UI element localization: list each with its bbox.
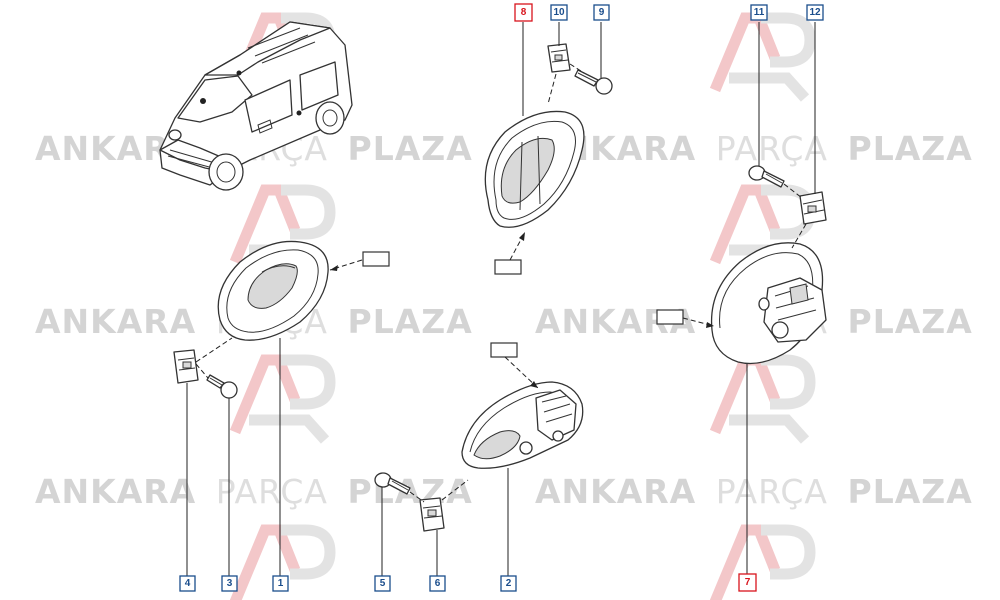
leader-lines	[186, 22, 816, 576]
assembly-dash-line	[195, 363, 209, 379]
part-6-clip	[419, 497, 445, 532]
part-11-screw	[748, 165, 785, 188]
part-3-screw	[206, 374, 238, 399]
unlabeled-tag	[494, 259, 522, 275]
svg-text:4: 4	[185, 578, 191, 589]
svg-text:11: 11	[754, 7, 765, 18]
svg-text:8: 8	[521, 7, 527, 18]
watermark-row-right-1: ANKARA PARÇA PLAZA	[535, 129, 973, 168]
svg-text:6: 6	[435, 578, 441, 589]
watermark-row-right-3: ANKARA PARÇA PLAZA	[535, 472, 973, 511]
svg-text:1: 1	[278, 578, 284, 589]
assembly-dash-line	[409, 491, 425, 503]
watermark-logo-icon	[709, 354, 816, 444]
callout-1[interactable]: 1	[272, 575, 289, 592]
unlabeled-tag	[362, 251, 390, 267]
svg-text:7: 7	[745, 577, 751, 588]
svg-text:3: 3	[227, 578, 233, 589]
watermark-logo-icon	[709, 12, 816, 102]
callout-12[interactable]: 12	[806, 4, 824, 21]
svg-text:5: 5	[380, 578, 386, 589]
callout-3[interactable]: 3	[221, 575, 238, 592]
callout-7[interactable]: 7	[738, 573, 757, 592]
part-10-clip	[547, 43, 571, 73]
unlabeled-tag	[490, 342, 518, 358]
watermark-logo-icon	[229, 354, 336, 444]
watermark-row-left-3: ANKARA PARÇA PLAZA	[35, 472, 473, 511]
callout-6[interactable]: 6	[429, 575, 446, 592]
watermark-logo-icon	[709, 524, 816, 600]
callout-10[interactable]: 10	[550, 4, 568, 21]
assembly-dash-line	[783, 183, 803, 199]
assembly-dash-line	[569, 63, 585, 74]
part-8-handle-bezel	[484, 110, 585, 228]
part-1-handle-bezel	[217, 240, 329, 341]
assembly-dash-line	[441, 479, 469, 501]
part-9-screw	[574, 69, 613, 95]
assembly-dash-line	[547, 73, 557, 105]
part-7-handle-assembly	[710, 242, 827, 365]
callout-4[interactable]: 4	[179, 575, 196, 592]
callout-2[interactable]: 2	[500, 575, 517, 592]
callout-5[interactable]: 5	[374, 575, 391, 592]
unlabeled-tag	[656, 309, 684, 325]
part-5-screw	[374, 472, 411, 495]
callout-9[interactable]: 9	[593, 4, 610, 21]
svg-text:9: 9	[599, 7, 605, 18]
svg-text:2: 2	[506, 578, 512, 589]
callouts: 4 3 1 5 6 2 7 8	[179, 3, 824, 592]
watermark-logo-icon	[229, 524, 336, 600]
part-12-clip	[799, 191, 827, 225]
part-4-clip	[173, 349, 199, 384]
part-2-handle-assembly	[461, 381, 584, 469]
assembly-dash-line	[791, 223, 807, 249]
callout-8[interactable]: 8	[514, 3, 533, 22]
svg-text:10: 10	[553, 7, 565, 18]
svg-text:12: 12	[809, 7, 821, 18]
callout-11[interactable]: 11	[750, 4, 768, 21]
assembly-dash-line	[195, 337, 233, 363]
van-illustration	[159, 21, 353, 191]
watermark-logos	[229, 12, 816, 600]
